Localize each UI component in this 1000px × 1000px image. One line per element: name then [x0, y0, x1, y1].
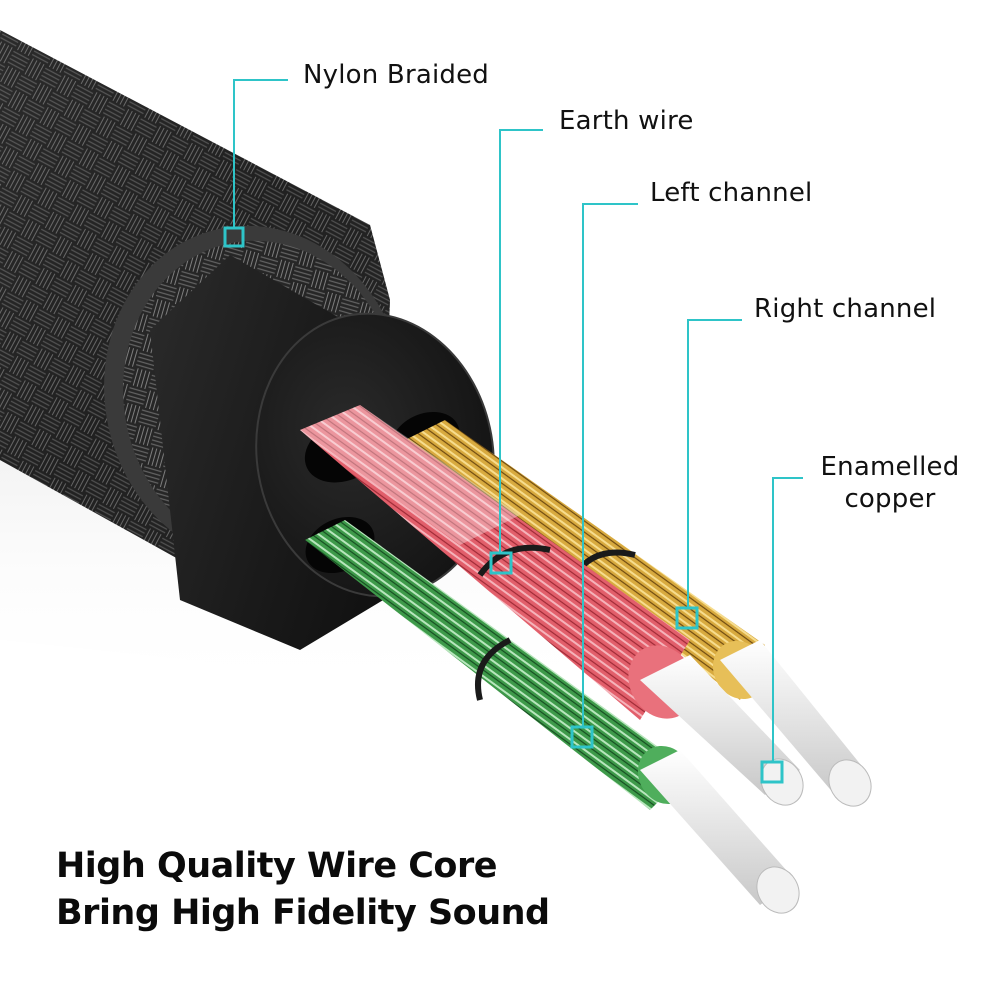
callout-enamelled-copper-leader	[760, 477, 803, 784]
callout-right-channel-leader	[675, 319, 742, 630]
headline-line1: High Quality Wire Core	[56, 846, 497, 886]
headline-line2: Bring High Fidelity Sound	[56, 893, 550, 933]
green-conductor	[305, 520, 800, 914]
callout-left-channel-leader	[570, 203, 638, 749]
label-enamelled-copper-line2: copper	[844, 484, 936, 514]
callout-nylon-braided-leader	[223, 79, 288, 248]
callout-earth-wire-leader	[489, 129, 543, 575]
label-left-channel: Left channel	[650, 178, 813, 208]
label-right-channel: Right channel	[754, 294, 937, 324]
label-nylon-braided: Nylon Braided	[303, 60, 489, 90]
headline: High Quality Wire Core Bring High Fideli…	[56, 843, 550, 937]
label-earth-wire: Earth wire	[559, 106, 694, 136]
label-enamelled-copper-line1: Enamelled	[820, 452, 960, 482]
red-conductor	[300, 405, 804, 806]
label-enamelled-copper: Enamelled copper	[815, 451, 965, 515]
